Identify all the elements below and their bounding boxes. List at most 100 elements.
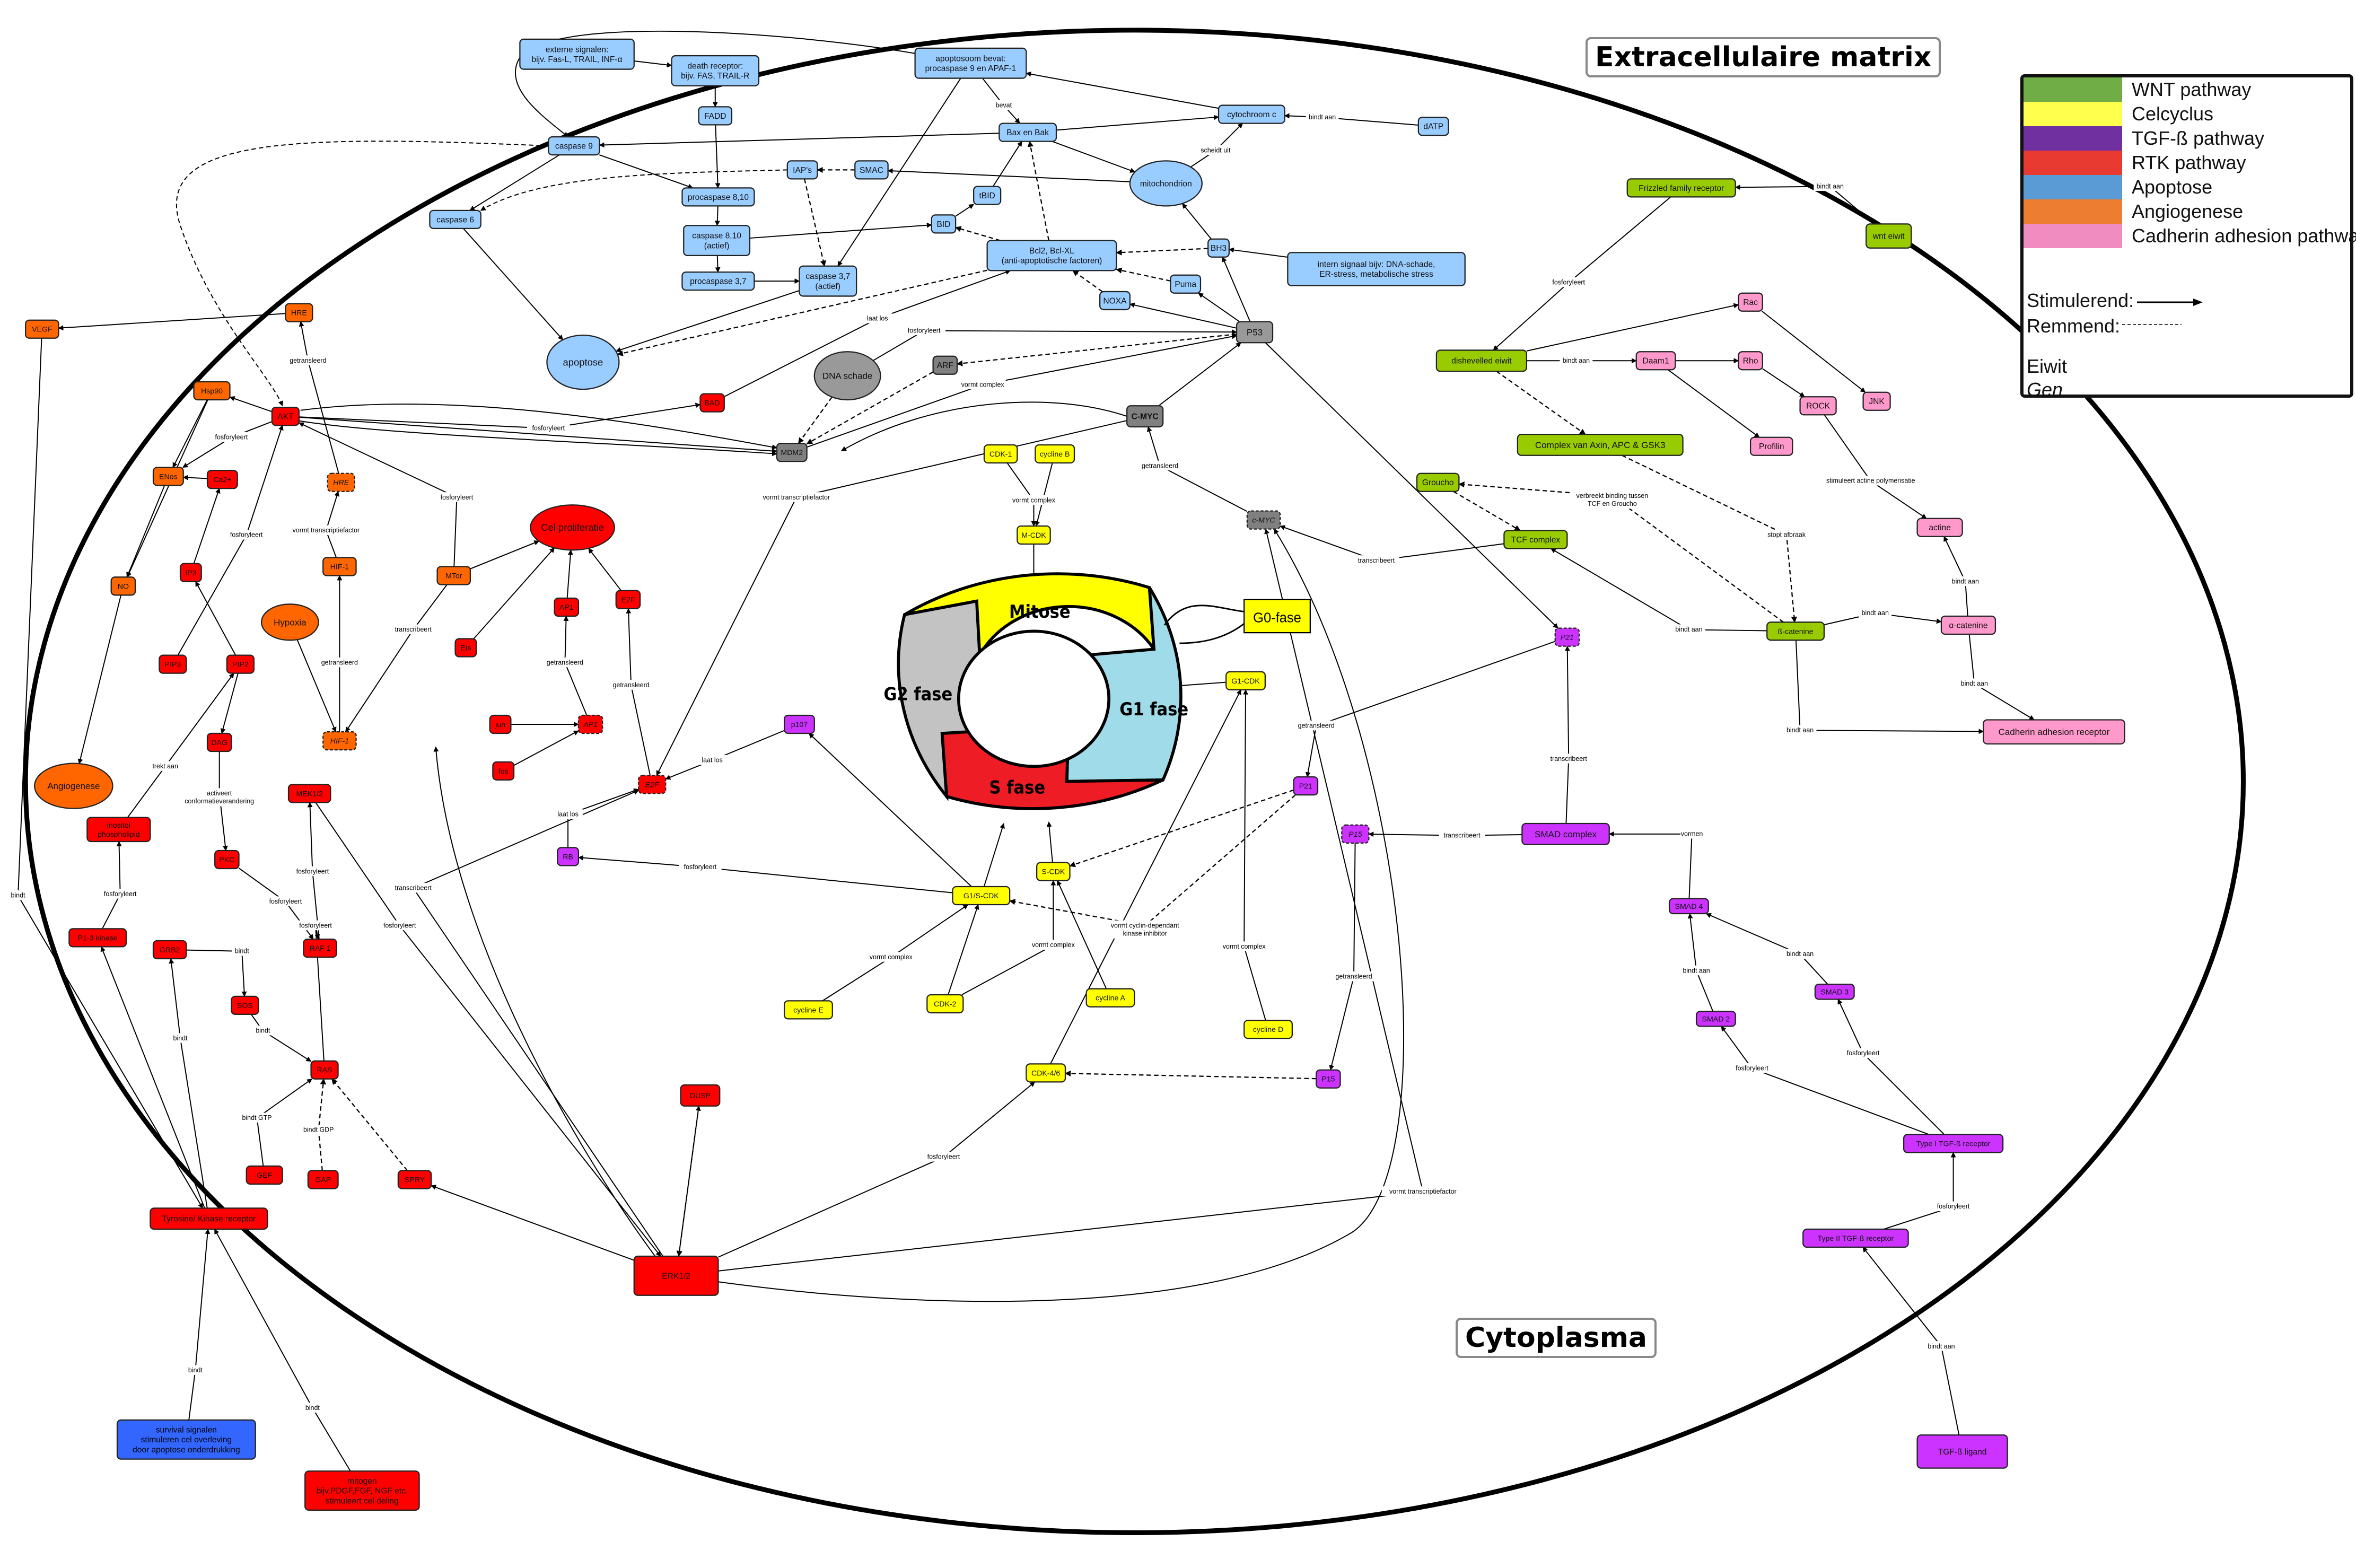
edge-label-bg bbox=[390, 882, 436, 893]
node-hre-gene: HRE bbox=[327, 472, 355, 492]
node-label: CDK-4/6 bbox=[1031, 1069, 1060, 1078]
node-shape bbox=[1341, 824, 1370, 844]
edge-bcl2-to-bid bbox=[955, 226, 1001, 241]
edge-bcl2-to-bax-bak bbox=[1027, 141, 1049, 241]
node-fadd: FADD bbox=[698, 106, 733, 126]
edge-label: fosforyleert bbox=[269, 898, 302, 905]
node-mcdk: M-CDK bbox=[1017, 525, 1051, 545]
edge-label: fosforyleert bbox=[1937, 1203, 1970, 1210]
node-shape bbox=[1814, 984, 1855, 1000]
node-datp: dATP bbox=[1417, 117, 1449, 136]
node-label: GEF bbox=[257, 1171, 272, 1180]
edge-label-bg bbox=[1783, 949, 1817, 959]
node-label: apoptosoom bevat:procaspase 9 en APAF-1 bbox=[925, 54, 1016, 73]
edge-label: trekt aan bbox=[152, 763, 178, 770]
node-label: fos bbox=[498, 767, 509, 776]
node-shape bbox=[1316, 1069, 1341, 1089]
node-shape bbox=[1017, 525, 1051, 545]
node-label: SMAD 2 bbox=[1702, 1015, 1730, 1023]
edge-label: transcribeert bbox=[395, 626, 432, 633]
edge-label: bindt bbox=[173, 1035, 188, 1042]
node-label: externe signalen:bijv. Fas-L, TRAIL, INF… bbox=[531, 45, 622, 64]
node-label: P15 bbox=[1348, 830, 1362, 839]
cell-membrane bbox=[23, 28, 2246, 1535]
node-label: IP3 bbox=[185, 569, 196, 577]
edge-label: bindt bbox=[11, 892, 25, 899]
node-shape bbox=[1903, 1134, 2004, 1153]
node-e2f-gene: E2F bbox=[638, 775, 667, 794]
edge-label: laat los bbox=[557, 811, 578, 818]
node-shape bbox=[397, 1170, 432, 1189]
edge-label: bindt GTP bbox=[242, 1114, 271, 1122]
node-label: DUSP bbox=[690, 1092, 711, 1100]
edge-label: fosforyleert bbox=[299, 922, 332, 929]
node-procaspase37: procaspase 3,7 bbox=[681, 271, 755, 291]
node-shape bbox=[633, 1255, 719, 1296]
edge-label-bg bbox=[181, 788, 258, 807]
node-label: ROCK bbox=[1806, 402, 1831, 411]
edge-pi3k-to-inositol bbox=[102, 841, 122, 929]
node-label: jun bbox=[495, 721, 505, 729]
edge-e2f-to-cel-prolif bbox=[588, 548, 622, 591]
edge-label-bg bbox=[1381, 1186, 1465, 1196]
edge-tbid-to-bax-bak bbox=[992, 141, 1022, 187]
edge-label: scheidt uit bbox=[1201, 146, 1231, 154]
node-label: Rac bbox=[1743, 298, 1758, 307]
edge-label: getransleerd bbox=[612, 681, 649, 689]
edge-label-bg bbox=[240, 1113, 274, 1123]
edge-label-bg bbox=[1672, 624, 1705, 634]
node-shape bbox=[303, 939, 337, 958]
node-shape bbox=[436, 566, 471, 585]
node-noxa: NOXA bbox=[1099, 291, 1131, 311]
edge-apoptosome-to-caspase37 bbox=[837, 78, 961, 267]
edge-label: fosforyleert bbox=[927, 1153, 960, 1161]
node-label: PIP2 bbox=[232, 661, 249, 669]
edge-frizzled-to-dishevelled bbox=[1493, 196, 1671, 351]
node-hsp90: Hsp90 bbox=[193, 381, 231, 401]
node-bad: BAD bbox=[699, 393, 725, 413]
edge-label-bg bbox=[99, 889, 142, 899]
node-shape bbox=[1126, 405, 1164, 428]
node-p21: P21 bbox=[1293, 776, 1319, 796]
edge-label-bg bbox=[1680, 965, 1713, 976]
node-ext-signals: externe signalen:bijv. Fas-L, TRAIL, INF… bbox=[519, 38, 635, 70]
edge-hre-to-vegf bbox=[58, 313, 286, 331]
node-shape bbox=[1802, 1228, 1909, 1248]
node-cytochrome-c: cytochroom c bbox=[1218, 104, 1285, 124]
edge-label-bg bbox=[8, 890, 28, 900]
edge-label-bg bbox=[1730, 1063, 1774, 1073]
legend-stimulating-label: Stimulerend: bbox=[2027, 290, 2134, 311]
edge-bax-bak-to-cytochrome-c bbox=[1056, 115, 1219, 131]
edge-label: fosforyleert bbox=[230, 531, 263, 539]
edge-label-bg bbox=[1545, 754, 1592, 764]
node-label: Puma bbox=[1175, 280, 1196, 289]
edge-label-bg bbox=[1439, 830, 1485, 840]
node-cyclinD: cycline D bbox=[1243, 1020, 1293, 1039]
node-shape bbox=[557, 847, 580, 866]
edge-label: bindt aan bbox=[1683, 967, 1710, 974]
node-ca2: Ca2+ bbox=[206, 469, 238, 489]
node-cyclinb: cycline B bbox=[1035, 444, 1075, 464]
nodes-layer: externe signalen:bijv. Fas-L, TRAIL, INF… bbox=[25, 38, 2125, 1511]
edge-erk-to-cdk46 bbox=[718, 1081, 1036, 1258]
edge-grb2-to-sos bbox=[186, 949, 247, 997]
node-shape bbox=[193, 381, 231, 401]
legend-swatch bbox=[2024, 151, 2122, 175]
edge-label-bg bbox=[1818, 476, 1924, 486]
edge-caspase810-to-procaspase37 bbox=[715, 255, 721, 273]
node-shape bbox=[813, 351, 881, 401]
node-label: SMAD 4 bbox=[1675, 903, 1703, 911]
edge-label: bindt aan bbox=[1862, 609, 1889, 617]
node-shape bbox=[681, 187, 755, 207]
node-label: Hsp90 bbox=[201, 387, 223, 396]
node-p15-gene: P15 bbox=[1341, 824, 1370, 844]
edge-cmyc-to-p53 bbox=[1158, 342, 1242, 407]
edge-acatenin-to-cadherin-r bbox=[1968, 634, 2035, 721]
node-shape bbox=[577, 714, 603, 734]
node-cmyc: C-MYC bbox=[1126, 405, 1164, 428]
edge-label: vormt transcriptiefactor bbox=[1389, 1188, 1457, 1195]
edge-label: bindt bbox=[188, 1366, 203, 1374]
node-label: Ets bbox=[460, 644, 471, 652]
edge-label-bg bbox=[264, 896, 307, 906]
